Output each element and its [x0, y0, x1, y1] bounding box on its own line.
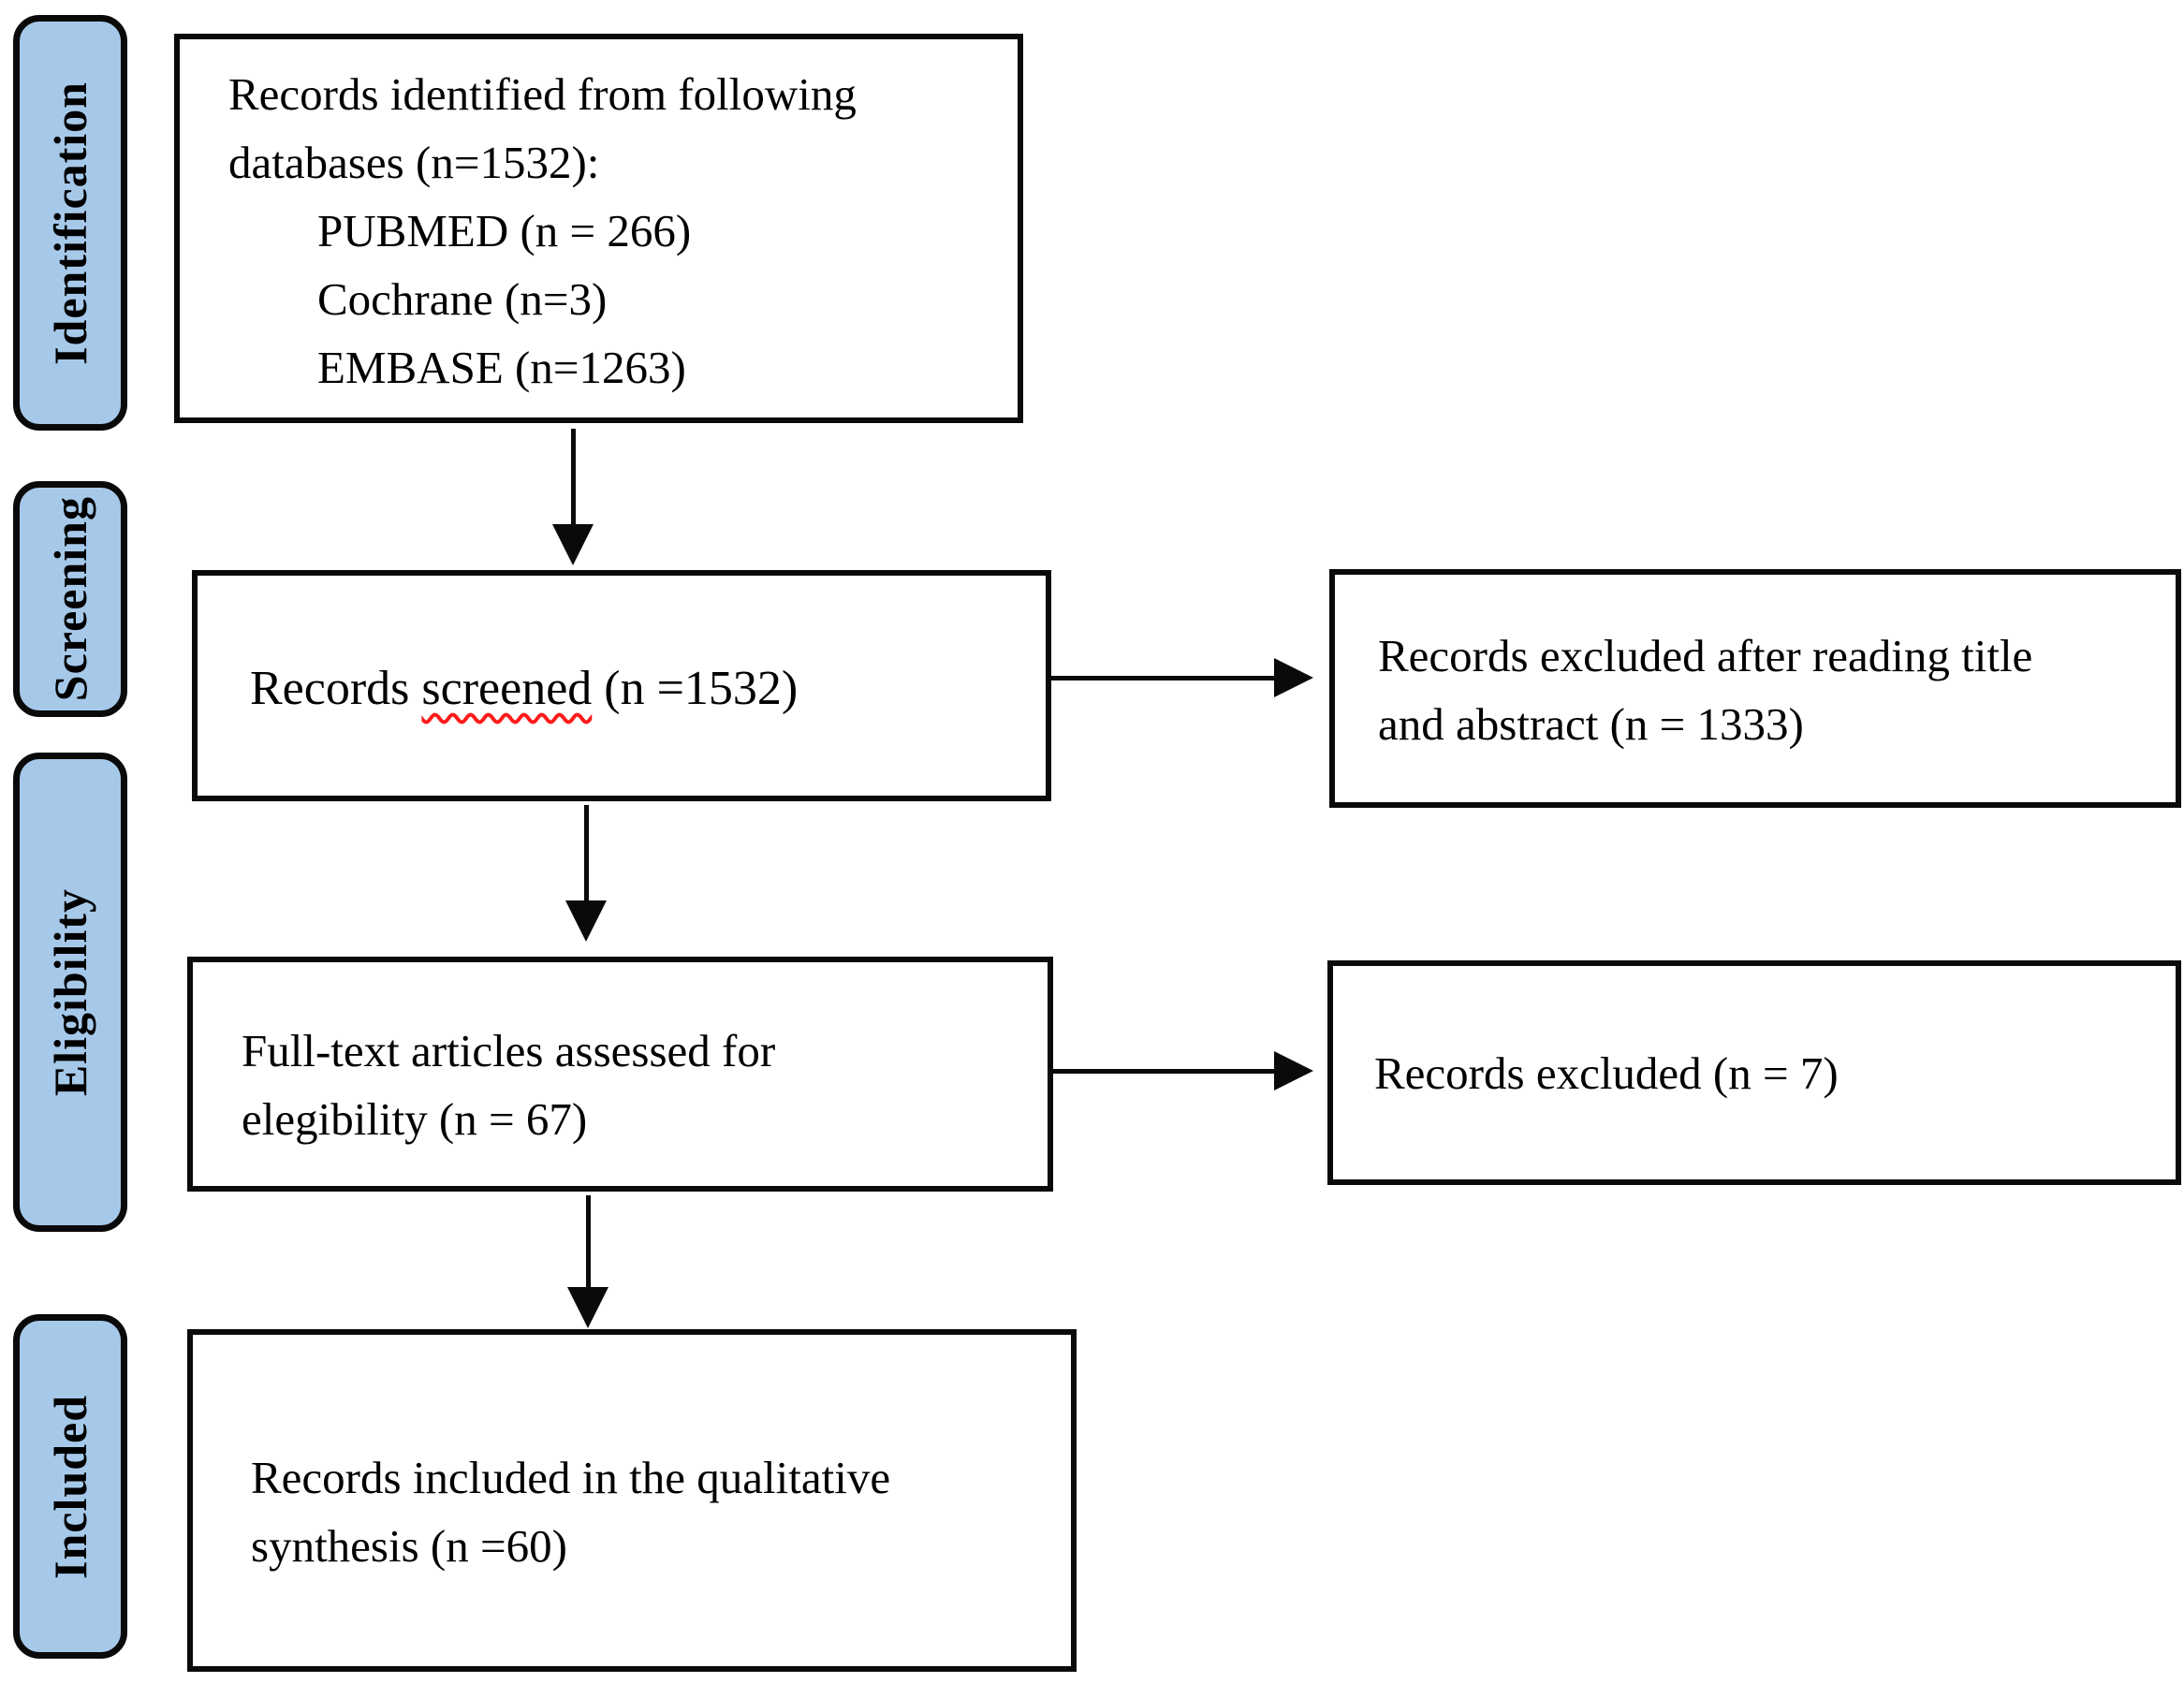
records-identified-line-1: Records identified from following — [228, 68, 857, 120]
records-identified-box: Records identified from following databa… — [174, 34, 1023, 423]
arrow-eligibility-to-included-line — [586, 1195, 591, 1291]
spellcheck-squiggle-word: screened — [421, 662, 593, 715]
stage-label-included: Included — [44, 1394, 96, 1579]
arrow-screening-to-excluded-head — [1274, 658, 1313, 697]
records-excluded-box: Records excluded (n = 7) — [1327, 960, 2181, 1185]
arrow-identification-to-screening-head — [552, 524, 594, 565]
stage-label-eligibility: Eligibility — [44, 887, 96, 1097]
fulltext-assessed-line-1: Full-text articles assessed for — [242, 1025, 776, 1076]
arrow-eligibility-to-included-head — [567, 1287, 608, 1328]
arrow-identification-to-screening-line — [571, 429, 576, 528]
records-screened-text: Records screened (n =1532) — [250, 654, 1036, 723]
records-screened-box: Records screened (n =1532) — [192, 570, 1051, 801]
records-identified-pubmed: PUBMED (n = 266) — [317, 205, 692, 256]
records-included-line-2: synthesis (n =60) — [251, 1520, 567, 1572]
stage-pill-screening: Screening — [13, 481, 127, 717]
arrow-screening-to-eligibility-head — [565, 900, 607, 942]
arrow-screening-to-excluded-line — [1051, 676, 1278, 681]
records-included-line-1: Records included in the qualitative — [251, 1452, 891, 1503]
arrow-eligibility-to-excluded-line — [1051, 1069, 1278, 1074]
records-screened-prefix: Records — [250, 662, 422, 715]
fulltext-assessed-box: Full-text articles assessed for elegibil… — [187, 957, 1053, 1192]
stage-pill-eligibility: Eligibility — [13, 753, 127, 1232]
records-included-box: Records included in the qualitative synt… — [187, 1329, 1077, 1672]
stage-label-screening: Screening — [44, 496, 96, 702]
records-excluded-title-abstract-box: Records excluded after reading title and… — [1329, 569, 2181, 808]
records-excluded-title-abstract-line-1: Records excluded after reading title — [1378, 630, 2033, 681]
records-excluded-text: Records excluded (n = 7) — [1374, 1047, 1839, 1099]
stage-pill-identification: Identification — [13, 15, 127, 431]
stage-pill-included: Included — [13, 1314, 127, 1659]
fulltext-assessed-line-2: elegibility (n = 67) — [242, 1093, 588, 1145]
records-screened-suffix: (n =1532) — [592, 662, 799, 715]
records-identified-line-2: databases (n=1532): — [228, 137, 600, 188]
arrow-screening-to-eligibility-line — [584, 805, 589, 904]
arrow-eligibility-to-excluded-head — [1274, 1051, 1313, 1090]
records-identified-cochrane: Cochrane (n=3) — [317, 273, 608, 325]
records-identified-embase: EMBASE (n=1263) — [317, 342, 686, 393]
records-excluded-title-abstract-line-2: and abstract (n = 1333) — [1378, 698, 1804, 750]
stage-label-identification: Identification — [44, 80, 96, 365]
